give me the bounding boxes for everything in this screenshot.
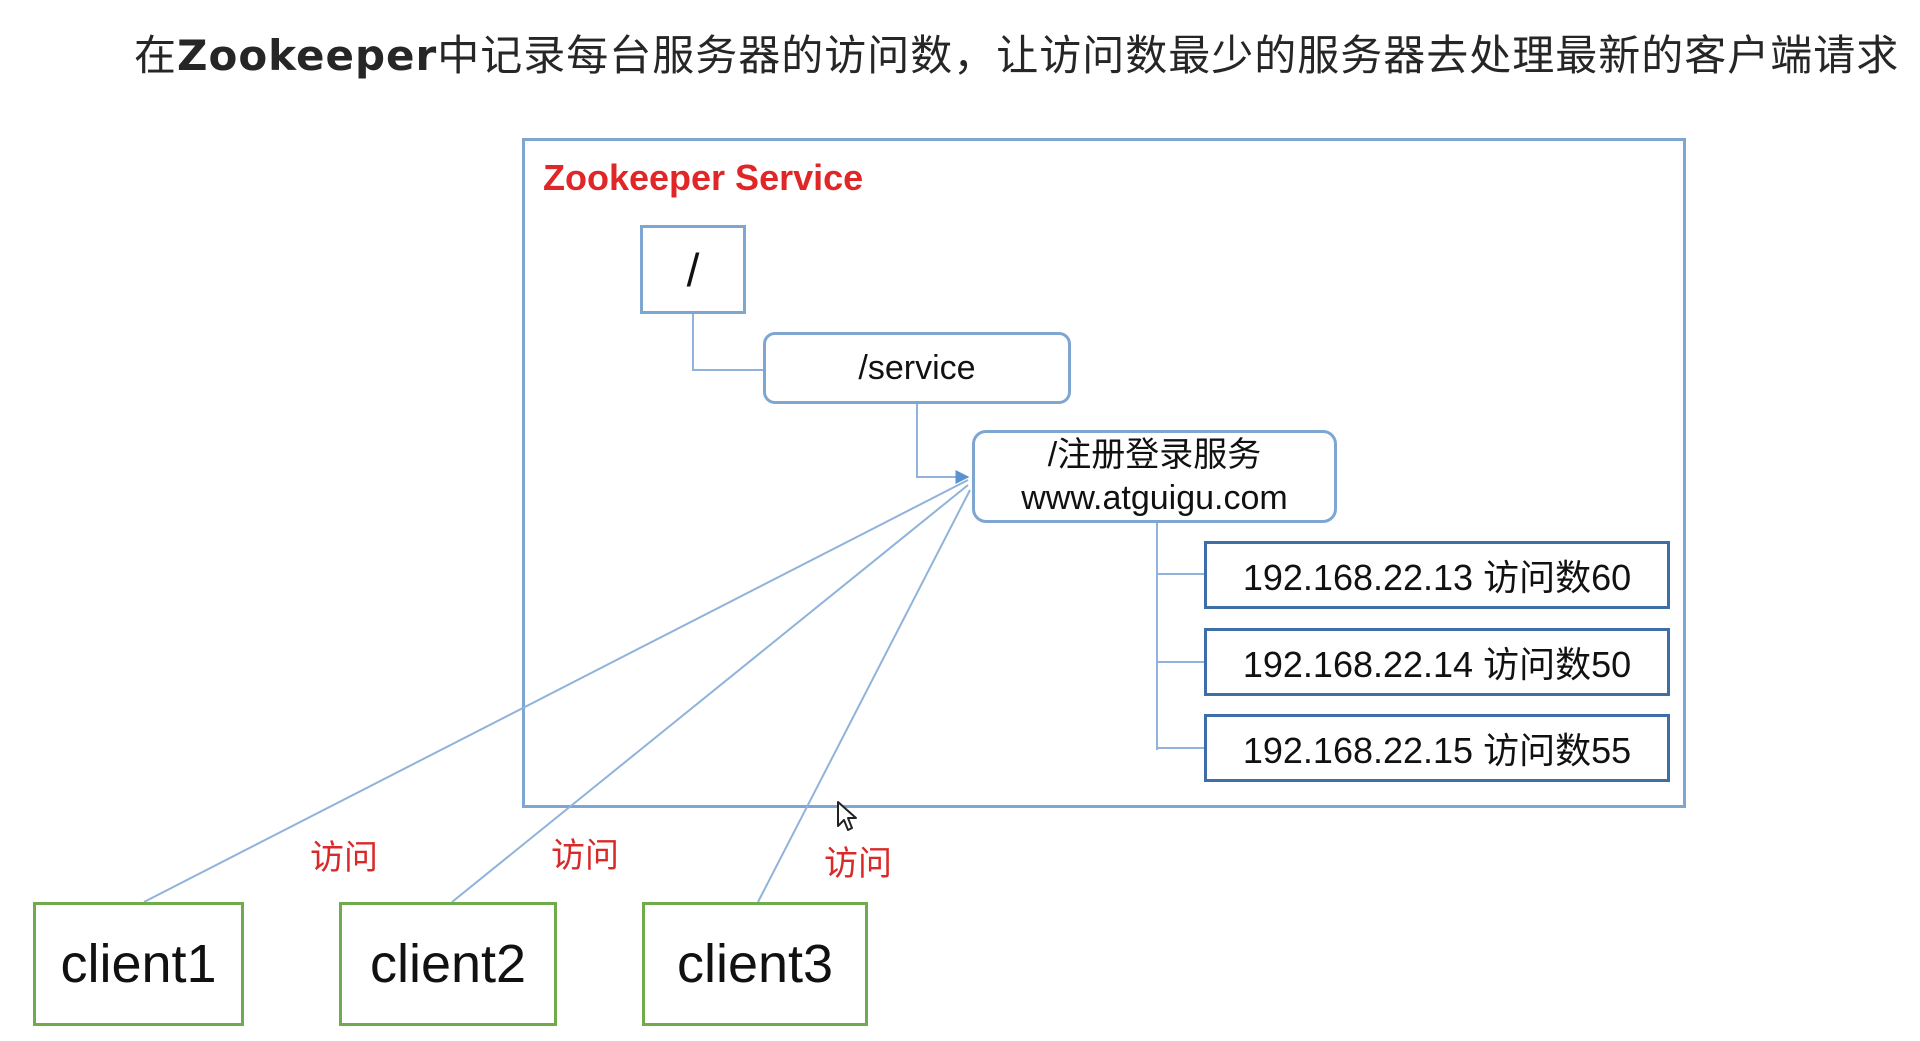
server-node: 192.168.22.13 访问数60 — [1204, 541, 1670, 609]
title-prefix: 在 — [134, 31, 178, 80]
server-node: 192.168.22.14 访问数50 — [1204, 628, 1670, 696]
title-suffix: 中记录每台服务器的访问数，让访问数最少的服务器去处理最新的客户端请求 — [437, 31, 1900, 80]
edge-client1 — [143, 479, 969, 903]
mouse-cursor-icon — [837, 801, 857, 831]
root-node: / — [640, 225, 746, 314]
client-node: client1 — [33, 902, 244, 1026]
edge-root-service — [692, 314, 763, 371]
client-node: client2 — [339, 902, 557, 1026]
edge-client2 — [451, 484, 969, 903]
title-zookeeper: Zookeeper — [177, 31, 438, 80]
edge-label-visit: 访问 — [824, 844, 892, 884]
page-title: 在Zookeeper中记录每台服务器的访问数，让访问数最少的服务器去处理最新的客… — [134, 22, 1898, 83]
service-title: Zookeeper Service — [543, 157, 864, 198]
login-service-name: /注册登录服务 — [1047, 436, 1262, 474]
zookeeper-service-box — [522, 138, 1686, 808]
edge-client3 — [757, 489, 971, 903]
edge-label-visit: 访问 — [551, 836, 619, 876]
login-service-node: /注册登录服务 www.atguigu.com — [972, 430, 1337, 523]
edge-service-login — [916, 404, 970, 484]
server-node: 192.168.22.15 访问数55 — [1204, 714, 1670, 782]
login-service-domain: www.atguigu.com — [1021, 478, 1288, 517]
client-node: client3 — [642, 902, 868, 1026]
service-node: /service — [763, 332, 1071, 404]
edge-label-visit: 访问 — [310, 838, 378, 878]
